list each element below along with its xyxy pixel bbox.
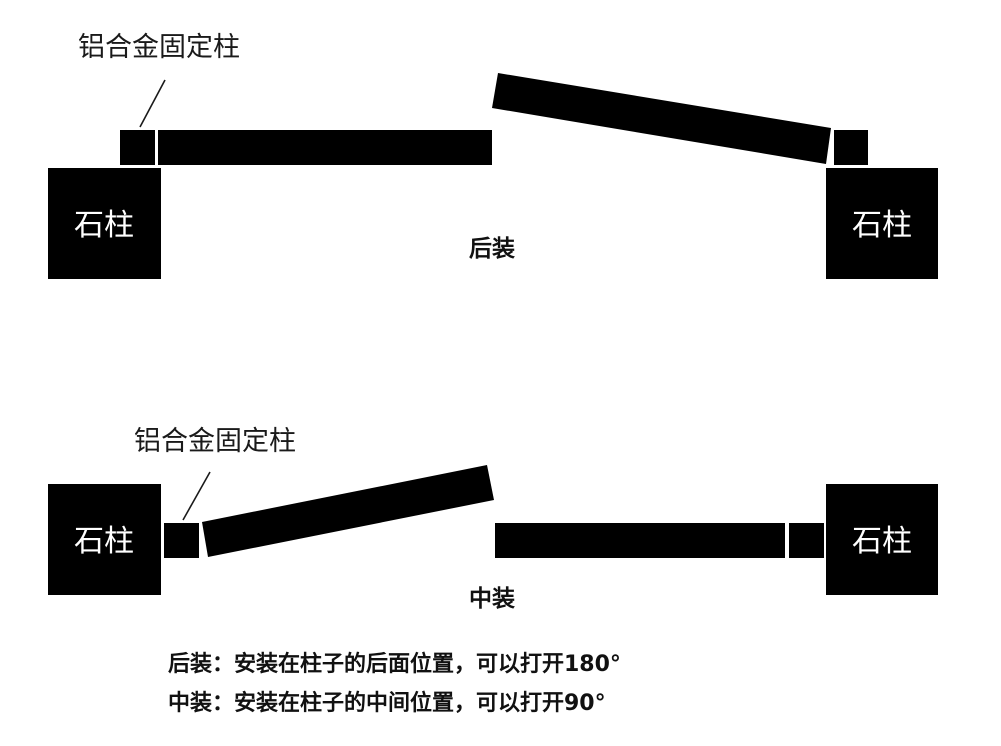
rear-fixed-post-label: 铝合金固定柱 bbox=[78, 32, 240, 63]
rear-right-gate-leaf-open bbox=[492, 73, 831, 164]
caption-middle-install: 中装：安装在柱子的中间位置，可以打开90° bbox=[168, 690, 606, 716]
rear-section-title: 后装 bbox=[469, 236, 515, 262]
middle-install-diagram: 石柱 石柱 铝合金固定柱 中装 bbox=[48, 426, 938, 612]
middle-right-pillar-label: 石柱 bbox=[852, 524, 912, 559]
rear-right-pillar-label: 石柱 bbox=[852, 208, 912, 243]
rear-install-diagram: 石柱 石柱 铝合金固定柱 后装 bbox=[48, 32, 938, 279]
middle-right-stone-pillar bbox=[826, 484, 938, 595]
middle-left-aluminum-post bbox=[164, 523, 199, 558]
middle-right-gate-leaf bbox=[495, 523, 785, 558]
middle-left-gate-leaf-open bbox=[202, 465, 494, 557]
middle-right-aluminum-post bbox=[789, 523, 824, 558]
caption-rear-install: 后装：安装在柱子的后面位置，可以打开180° bbox=[168, 651, 621, 677]
rear-left-aluminum-post bbox=[120, 130, 155, 165]
rear-right-stone-pillar bbox=[826, 168, 938, 279]
rear-left-gate-leaf bbox=[158, 130, 492, 165]
rear-left-stone-pillar bbox=[48, 168, 161, 279]
middle-left-pillar-label: 石柱 bbox=[74, 524, 134, 559]
rear-callout-leader bbox=[139, 79, 166, 128]
rear-left-pillar-label: 石柱 bbox=[74, 208, 134, 243]
middle-left-stone-pillar bbox=[48, 484, 161, 595]
middle-callout-leader bbox=[182, 471, 211, 521]
middle-section-title: 中装 bbox=[469, 586, 515, 612]
middle-fixed-post-label: 铝合金固定柱 bbox=[134, 426, 296, 457]
rear-right-aluminum-post bbox=[834, 130, 868, 165]
